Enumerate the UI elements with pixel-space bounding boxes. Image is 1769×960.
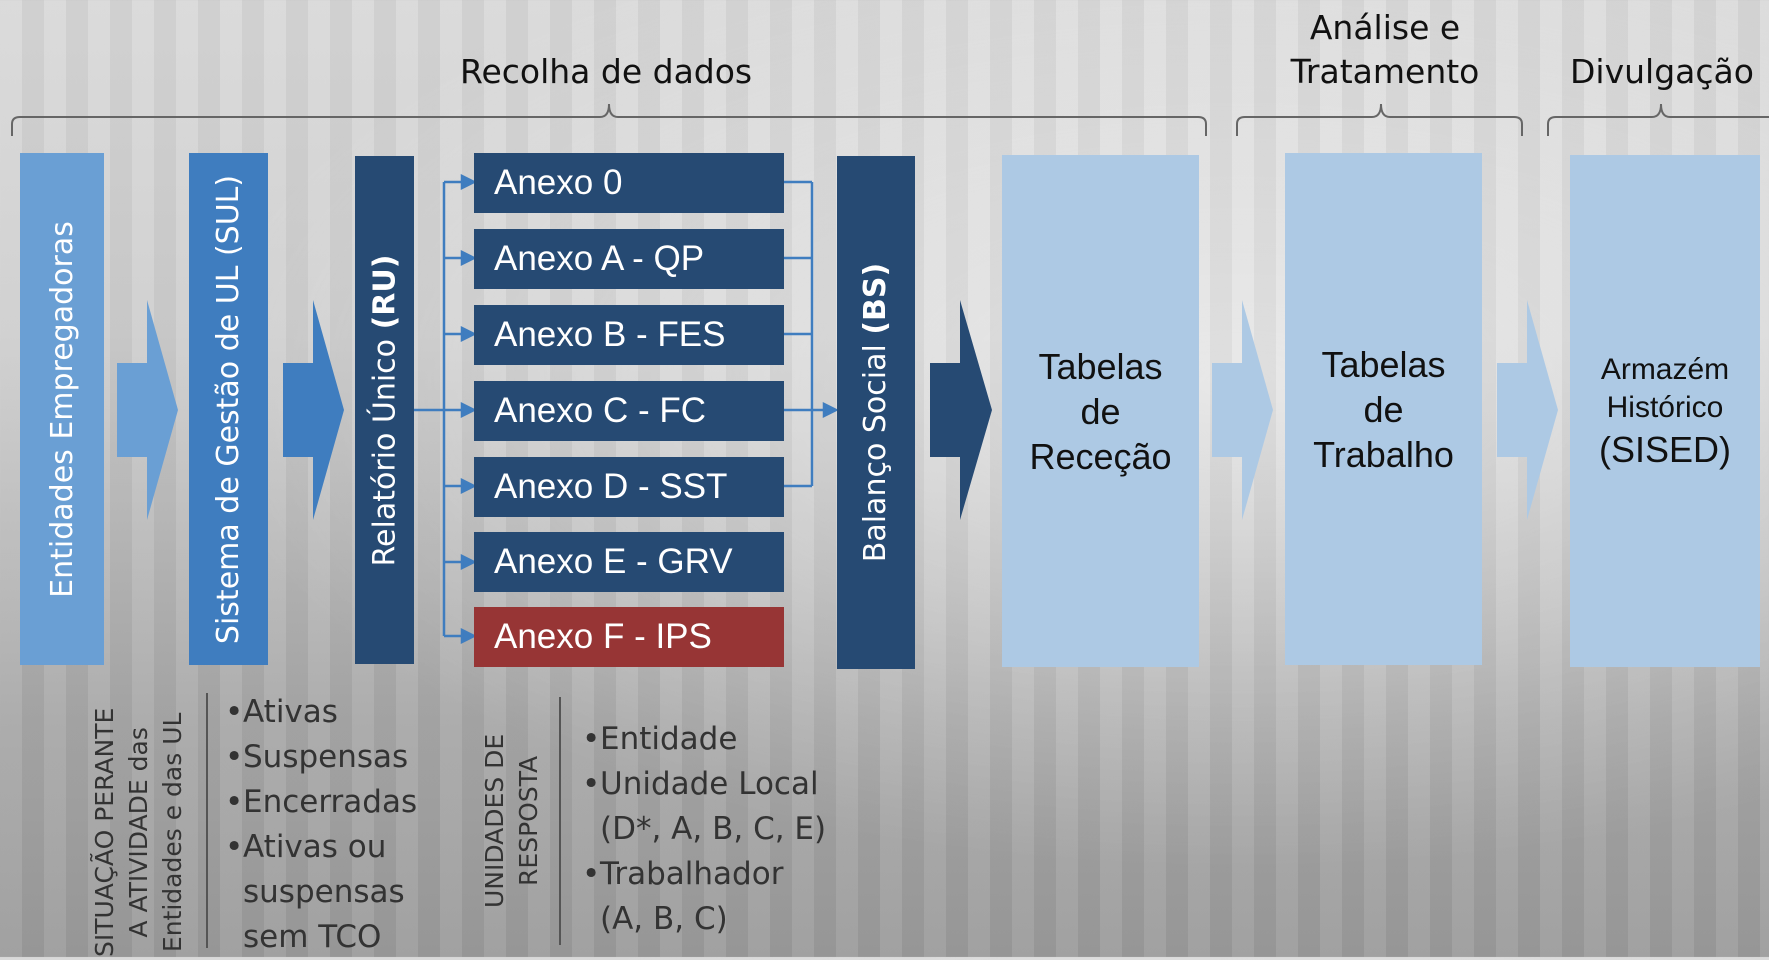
flow-arrow-5 — [1497, 300, 1558, 520]
unidades-item-trabalhador: Trabalhador (A, B, C) — [582, 852, 842, 942]
bs-label: Balanço Social (BS) — [858, 262, 894, 563]
situacao-item-suspensas: Suspensas — [225, 735, 435, 780]
anexo-0: Anexo 0 — [474, 153, 784, 213]
situacao-list: Ativas Suspensas Encerradas Ativas ou su… — [225, 690, 435, 960]
situacao-item-sem-tco: Ativas ou suspensas sem TCO — [225, 825, 435, 960]
anexo-c-fc: Anexo C - FC — [474, 381, 784, 441]
anexo-e-grv: Anexo E - GRV — [474, 532, 784, 592]
sul-label: Sistema de Gestão de UL (SUL) — [211, 174, 246, 644]
anexo-b-fes: Anexo B - FES — [474, 305, 784, 365]
ru-column: Relatório Único (RU) — [355, 156, 414, 664]
phase-analise-label: Análise e Tratamento — [1290, 8, 1480, 91]
phase-divulgacao-label: Divulgação — [1570, 52, 1754, 91]
entidades-empregadoras-label: Entidades Empregadoras — [44, 220, 80, 598]
tabelas-rececao-box: Tabelas de Receção — [1002, 155, 1199, 667]
situacao-title: SITUAÇÃO PERANTE A ATIVIDADE das Entidad… — [90, 707, 187, 957]
tabelas-trabalho-box: Tabelas de Trabalho — [1285, 153, 1482, 665]
anexo-a-qp: Anexo A - QP — [474, 229, 784, 289]
entidades-empregadoras-column: Entidades Empregadoras — [20, 153, 104, 665]
brace-recolha — [11, 103, 1207, 136]
brace-divulgacao — [1547, 103, 1769, 136]
armazem-historico-label: Armazém Histórico — [1600, 352, 1730, 424]
bs-column: Balanço Social (BS) — [837, 156, 915, 669]
armazem-historico-box: Armazém Histórico (SISED) — [1570, 155, 1760, 667]
flow-arrow-3 — [930, 300, 992, 520]
situacao-item-ativas: Ativas — [225, 690, 435, 735]
situacao-separator — [206, 693, 208, 948]
unidades-list: Entidade Unidade Local (D*, A, B, C, E) … — [582, 717, 842, 942]
sised-label: (SISED) — [1598, 428, 1731, 470]
flow-arrow-2 — [283, 300, 344, 520]
unidades-item-entidade: Entidade — [582, 717, 842, 762]
tabelas-rececao-label: Tabelas de Receção — [1029, 345, 1172, 477]
anexo-f-ips: Anexo F - IPS — [474, 607, 784, 667]
flow-arrow-1 — [117, 300, 178, 520]
ru-label: Relatório Único (RU) — [367, 254, 402, 566]
unidades-item-unidade-local: Unidade Local (D*, A, B, C, E) — [582, 762, 842, 852]
tabelas-trabalho-label: Tabelas de Trabalho — [1313, 343, 1454, 475]
situacao-item-encerradas: Encerradas — [225, 780, 435, 825]
anexo-d-sst: Anexo D - SST — [474, 457, 784, 517]
flow-arrow-4 — [1212, 300, 1273, 520]
sul-column: Sistema de Gestão de UL (SUL) — [189, 153, 268, 665]
unidades-separator — [559, 697, 561, 945]
brace-analise — [1236, 103, 1523, 136]
phase-recolha-label: Recolha de dados — [460, 52, 753, 91]
unidades-title: UNIDADES DE RESPOSTA — [480, 733, 543, 908]
